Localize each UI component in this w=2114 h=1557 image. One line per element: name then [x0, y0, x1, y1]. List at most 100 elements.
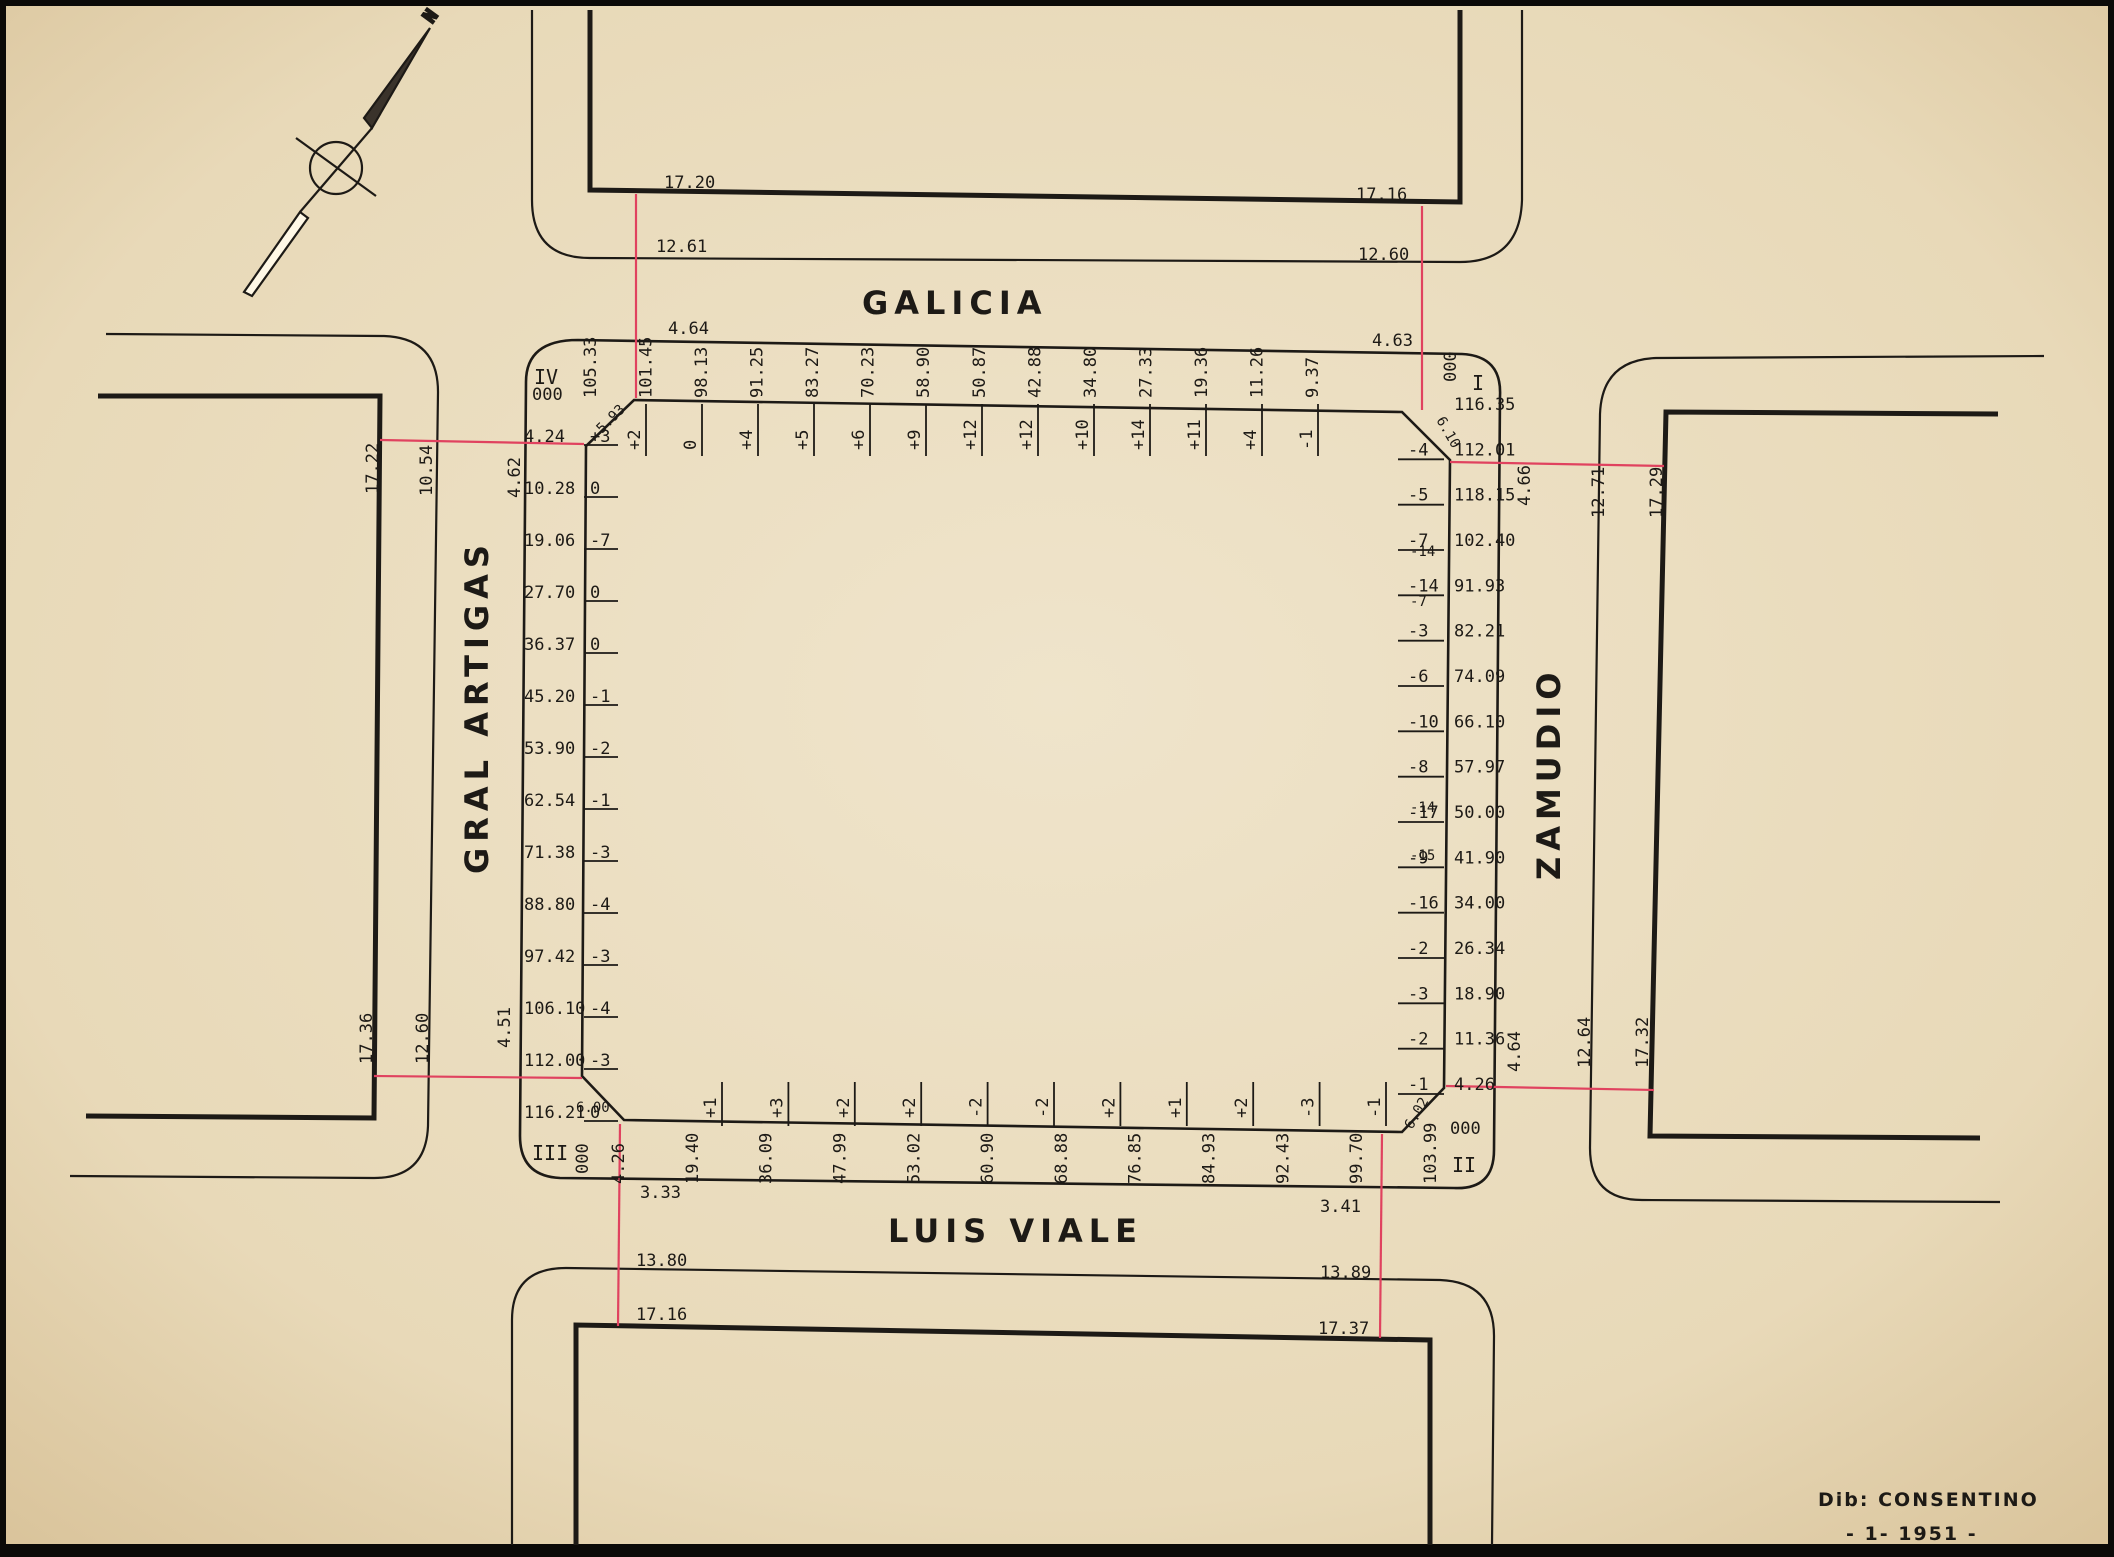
west-distance-6: 53.90	[524, 739, 575, 759]
east-distance-2: 118.15	[1454, 486, 1515, 506]
central-block	[518, 338, 1502, 1190]
east-distance-15: 4.26	[1454, 1075, 1495, 1095]
south-right-inner: 13.89	[1320, 1263, 1371, 1283]
east-level-9: -17	[1408, 803, 1439, 823]
east-extra-level-2: -14	[1410, 800, 1435, 816]
south-level-4: -2	[967, 1098, 987, 1118]
west-level-13: 0	[590, 1103, 600, 1123]
south-distance-6: 68.88	[1052, 1133, 1072, 1184]
building-blocks	[85, 10, 1999, 1545]
west-distance-12: 112.00	[524, 1051, 585, 1071]
west-level-12: -3	[590, 1051, 610, 1071]
west-level-5: -1	[590, 687, 610, 707]
street-name-north: GALICIA	[862, 284, 1047, 322]
credit-date: - 1- 1951 -	[1846, 1523, 1978, 1545]
west-distance-5: 45.20	[524, 687, 575, 707]
west-distance-1: 10.28	[524, 479, 575, 499]
west-level-11: -4	[590, 999, 610, 1019]
south-distance-3: 47.99	[830, 1133, 850, 1184]
width-annotations: 17.20 12.61 17.16 12.60 4.64 4.63 17.16 …	[357, 173, 1667, 1339]
north-distance-2: 98.13	[692, 347, 712, 398]
corner-label-4: IV	[534, 365, 558, 389]
west-level-9: -4	[590, 895, 610, 915]
west-level-3: 0	[590, 583, 600, 603]
corner-zero-2: 000	[1450, 1119, 1481, 1139]
west-level-2: -7	[590, 531, 610, 551]
south-distance-2: 36.09	[757, 1133, 777, 1184]
south-distance-10: 99.70	[1347, 1133, 1367, 1184]
south-distance-9: 92.43	[1273, 1133, 1293, 1184]
east-level-10: -9	[1408, 848, 1428, 868]
east-distance-11: 34.00	[1454, 894, 1505, 914]
south-level-8: +2	[1232, 1098, 1252, 1118]
east-sidewalk-bottom: 4.64	[1505, 1031, 1525, 1072]
west-distance-9: 88.80	[524, 895, 575, 915]
east-distance-7: 66.10	[1454, 712, 1505, 732]
north-sidewalk-left: 4.64	[668, 319, 709, 339]
north-distance-6: 58.90	[914, 347, 934, 398]
east-distance-4: 91.93	[1454, 576, 1505, 596]
south-level-10: -1	[1365, 1098, 1385, 1118]
east-distance-0: 116.35	[1454, 395, 1515, 415]
east-level-2: -5	[1408, 486, 1428, 506]
east-level-12: -2	[1408, 939, 1428, 959]
west-distance-8: 71.38	[524, 843, 575, 863]
red-measurement-lines	[373, 194, 1665, 1339]
south-level-2: +2	[834, 1098, 854, 1118]
east-distance-10: 41.90	[1454, 848, 1505, 868]
chamfer-south: 6.00	[576, 1100, 610, 1116]
east-distance-9: 50.00	[1454, 803, 1505, 823]
south-distance-1: 19.40	[683, 1133, 703, 1184]
west-distance-10: 97.42	[524, 947, 575, 967]
west-sidewalk-bottom: 4.51	[495, 1007, 515, 1048]
arrow-shaft-upper	[362, 27, 431, 130]
arrow-shaft-lower	[242, 210, 310, 298]
north-level-5: +9	[905, 430, 925, 450]
north-distance-1: 101.45	[637, 337, 657, 398]
corner-label-1: I	[1472, 371, 1484, 395]
north-distance-8: 42.88	[1025, 347, 1045, 398]
east-level-6: -6	[1408, 667, 1428, 687]
south-right-outer: 17.37	[1318, 1319, 1369, 1339]
east-level-15: -1	[1408, 1075, 1428, 1095]
north-level-10: +11	[1185, 419, 1205, 450]
south-distance-11: 103.99	[1421, 1123, 1441, 1184]
north-level-7: +12	[1017, 419, 1037, 450]
north-level-1: 0	[681, 440, 701, 450]
south-level-9: -3	[1299, 1098, 1319, 1118]
east-bottom-outer: 17.32	[1633, 1017, 1653, 1068]
north-distance-10: 27.33	[1136, 347, 1156, 398]
east-distance-12: 26.34	[1454, 939, 1505, 959]
east-extra-level-1: -7	[1410, 594, 1427, 610]
street-name-east: ZAMUDIO	[1530, 667, 1568, 880]
south-distance-4: 53.02	[904, 1133, 924, 1184]
west-distance-11: 106.10	[524, 999, 585, 1019]
north-level-3: +5	[793, 430, 813, 450]
block-east	[1647, 409, 1999, 1141]
east-side-profile: 116.35112.01-4118.15-5102.40-791.93-1482…	[1398, 395, 1515, 1095]
north-level-6: +12	[961, 419, 981, 450]
block-west	[85, 393, 383, 1121]
north-left-outer: 17.20	[664, 173, 715, 193]
north-distance-3: 91.25	[748, 347, 768, 398]
south-sidewalk-left: 3.33	[640, 1183, 681, 1203]
north-level-8: +10	[1073, 419, 1093, 450]
north-distance-11: 19.36	[1192, 347, 1212, 398]
corner-zero-3: 000	[573, 1143, 593, 1174]
east-level-1: -4	[1408, 440, 1428, 460]
east-level-14: -2	[1408, 1030, 1428, 1050]
north-left-inner: 12.61	[656, 237, 707, 257]
street-name-west: GRAL ARTIGAS	[458, 539, 496, 874]
east-sidewalk-top: 4.66	[1515, 465, 1535, 506]
west-distance-4: 36.37	[524, 635, 575, 655]
east-distance-6: 74.09	[1454, 667, 1505, 687]
compass-circle	[308, 140, 364, 196]
north-level-2: +4	[737, 430, 757, 450]
east-top-inner: 12.71	[1589, 467, 1609, 518]
west-distance-7: 62.54	[524, 791, 575, 811]
east-level-5: -3	[1408, 622, 1428, 642]
curb-lines	[69, 10, 2045, 1546]
